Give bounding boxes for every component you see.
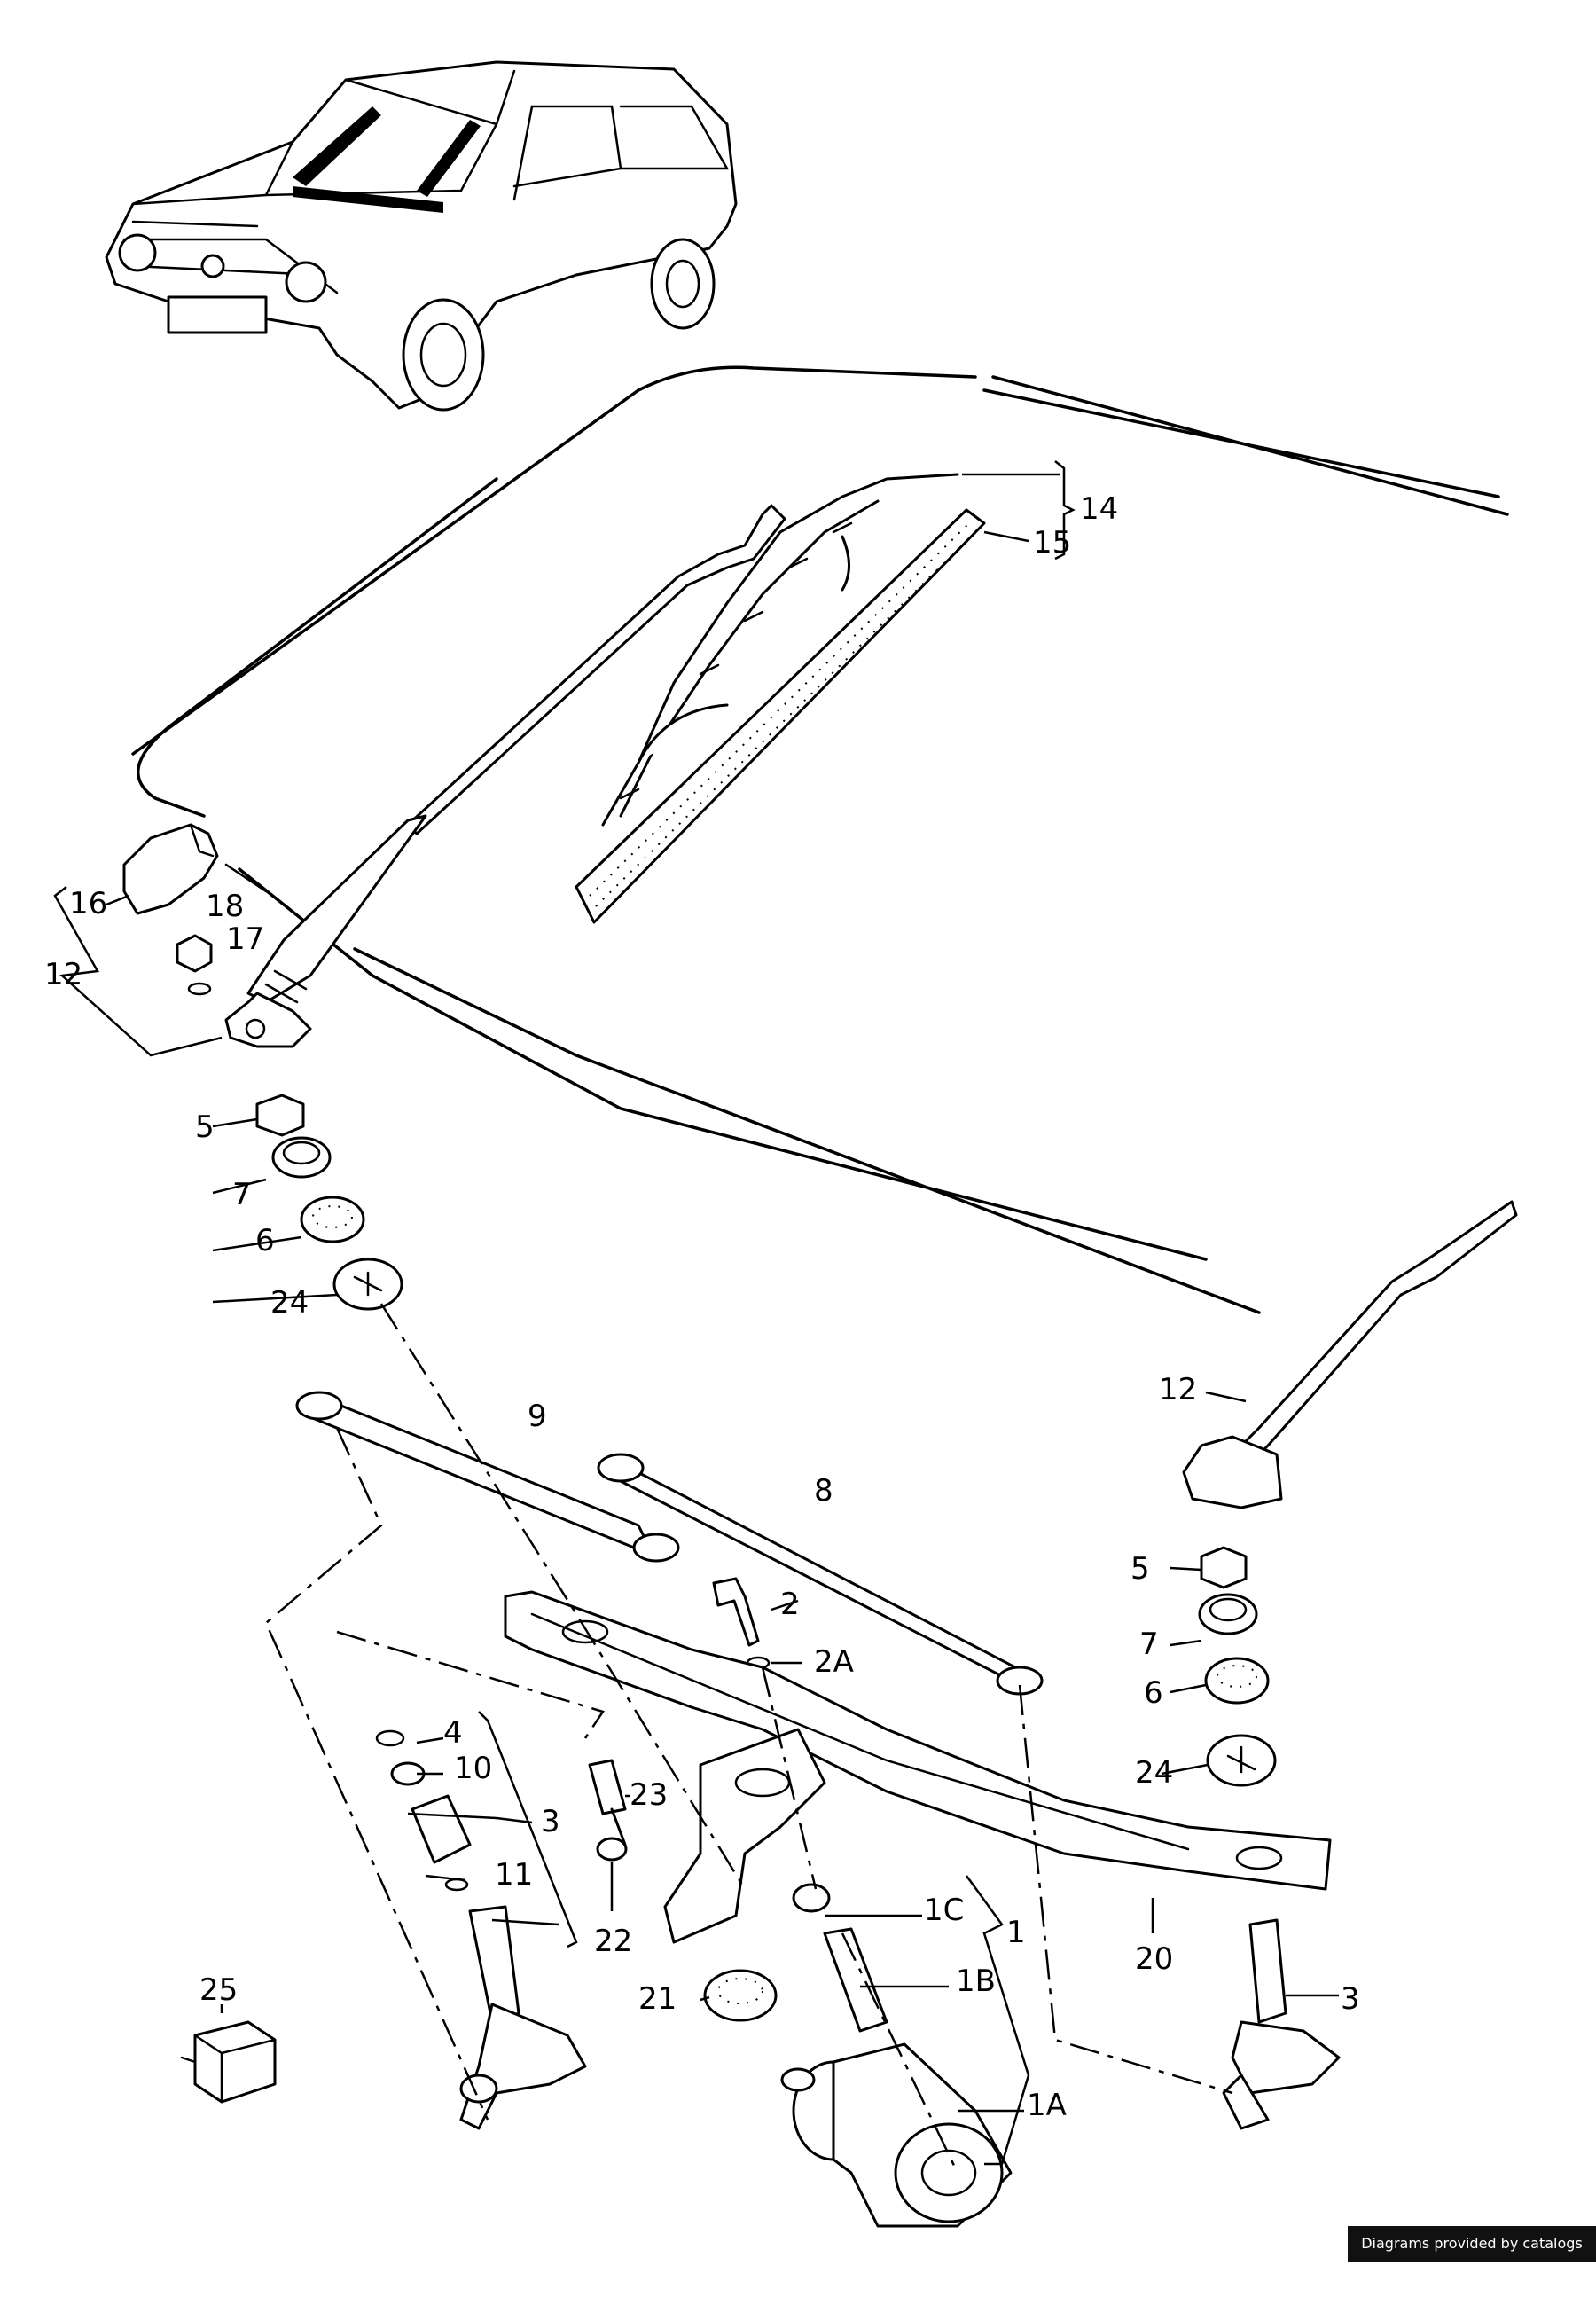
callout-24-right: 24 <box>1135 1755 1173 1791</box>
wiper-blade-14 <box>601 473 959 827</box>
callout-10: 10 <box>454 1751 492 1786</box>
linkage-rod-8 <box>597 1453 1044 1696</box>
callout-7-right: 7 <box>1139 1627 1159 1662</box>
front-wheel <box>402 298 485 412</box>
license-plate <box>167 295 268 334</box>
headlight-left <box>118 233 157 272</box>
callout-11: 11 <box>495 1857 533 1893</box>
car-illustration <box>105 60 738 412</box>
callout-15: 15 <box>1033 525 1071 561</box>
washer-17 <box>187 982 212 996</box>
relay-25 <box>180 2020 277 2104</box>
callout-21: 21 <box>638 1981 677 2017</box>
callout-18: 18 <box>206 889 244 924</box>
wiper-cap-16 <box>122 823 268 915</box>
bolt-2 <box>712 1577 760 1647</box>
callout-1b: 1B <box>956 1964 996 1999</box>
callout-labels: 14 15 16 18 17 12 5 7 6 24 9 8 12 5 7 6 … <box>44 491 1360 2123</box>
callout-1a: 1A <box>1027 2088 1067 2123</box>
callout-16: 16 <box>69 886 107 921</box>
callout-25: 25 <box>200 1972 238 2008</box>
callout-23: 23 <box>630 1777 668 1813</box>
callout-22: 22 <box>594 1924 632 1959</box>
spindle-left-3 <box>375 1729 587 2130</box>
callout-6-left: 6 <box>255 1223 275 1258</box>
wiper-frame-20 <box>504 1590 1332 1891</box>
callout-9: 9 <box>528 1399 547 1434</box>
callout-3-left: 3 <box>541 1804 560 1839</box>
nut-18 <box>176 934 213 973</box>
grommet-21 <box>703 1969 778 2022</box>
crank-nut-1c <box>792 1883 831 1913</box>
rear-wheel <box>650 238 716 330</box>
motor-bracket <box>663 1728 826 1944</box>
wiper-arm-left-12 <box>224 504 786 1048</box>
footer-credit: Diagrams provided by catalogs parts <box>1348 2226 1596 2287</box>
wiper-arm-right-12 <box>1182 1200 1518 1509</box>
leader-lines <box>53 460 1339 2166</box>
callout-2a: 2A <box>814 1644 854 1680</box>
callout-5-left: 5 <box>195 1109 215 1145</box>
wiper-insert-15 <box>575 508 986 924</box>
left-mounting-stack <box>255 1094 403 1311</box>
callout-1: 1 <box>1006 1915 1026 1950</box>
callout-4: 4 <box>443 1715 463 1751</box>
callout-24-left: 24 <box>270 1285 309 1321</box>
callout-3-right: 3 <box>1341 1981 1360 2017</box>
callout-14: 14 <box>1080 491 1118 527</box>
spindle-right-3 <box>1222 1918 1341 2130</box>
linkage-rod-9 <box>295 1391 680 1563</box>
callout-8: 8 <box>814 1473 833 1509</box>
bolt-23 <box>588 1759 627 1849</box>
callout-1c: 1C <box>924 1893 964 1928</box>
callout-12-right: 12 <box>1159 1372 1197 1407</box>
callout-20: 20 <box>1135 1941 1173 1977</box>
wiper-blades-on-car <box>293 106 481 197</box>
callout-5-right: 5 <box>1130 1551 1150 1587</box>
washer-22 <box>596 1837 628 1862</box>
badge-icon <box>200 254 225 278</box>
right-mounting-stack <box>1198 1546 1277 1787</box>
motor-1a <box>780 2042 1013 2228</box>
callout-2: 2 <box>780 1587 800 1622</box>
windshield-outline <box>131 365 1509 1314</box>
headlight-right <box>285 261 327 303</box>
callout-7-left: 7 <box>232 1177 252 1212</box>
crank-1b <box>823 1927 888 2033</box>
callout-12-left: 12 <box>44 957 82 992</box>
callout-6-right: 6 <box>1144 1675 1163 1711</box>
alignment-lines <box>264 1303 1233 2174</box>
callout-17: 17 <box>226 921 264 957</box>
